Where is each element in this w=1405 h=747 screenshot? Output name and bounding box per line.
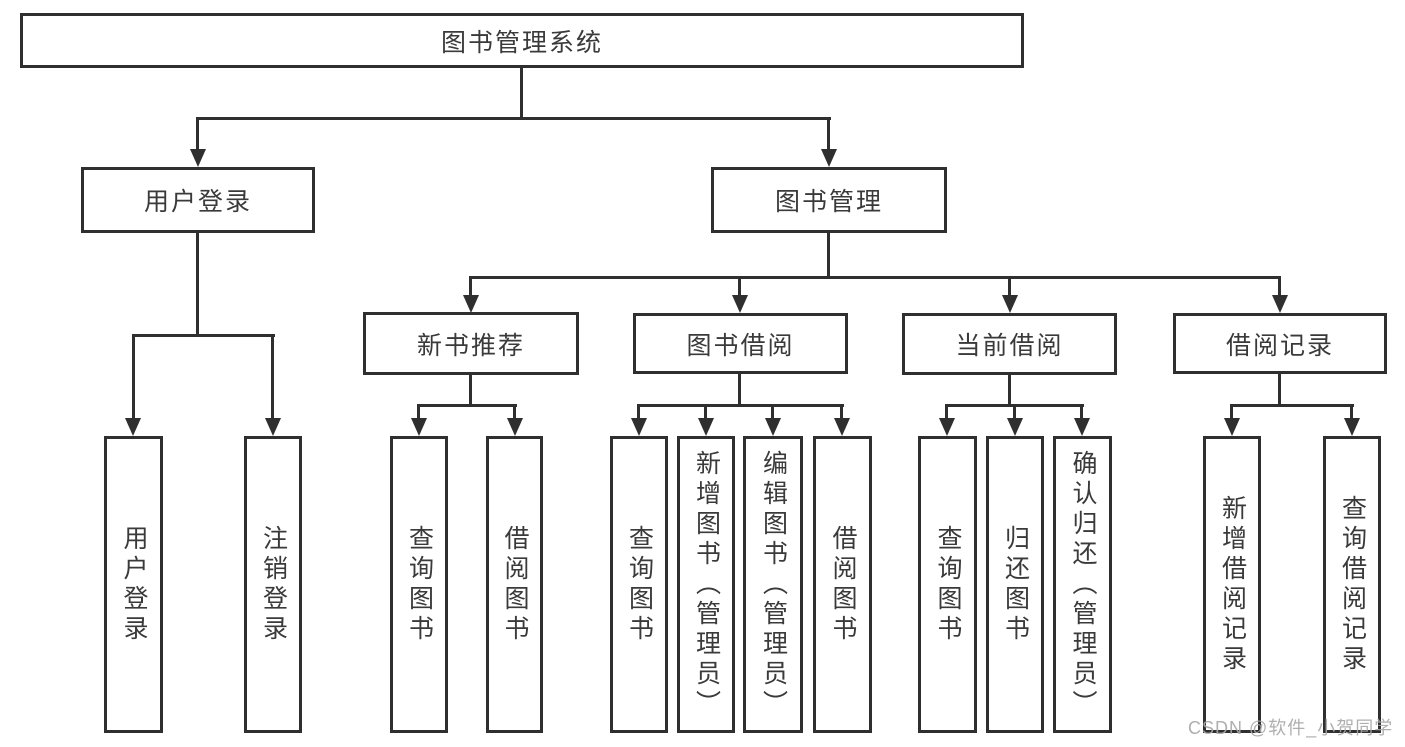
connector-line <box>1350 404 1353 421</box>
connector-line <box>1278 372 1281 407</box>
node-current-borrow-label: 当前借阅 <box>955 332 1064 360</box>
arrow-down-icon <box>1007 418 1023 436</box>
leaf-records-add-record: 新增借阅记录 <box>1203 436 1261 733</box>
arrow-down-icon <box>463 295 479 313</box>
node-book-management-label: 图书管理 <box>774 188 883 216</box>
arrow-down-icon <box>1344 418 1360 436</box>
connector-line <box>945 404 948 421</box>
node-book-borrow-label: 图书借阅 <box>686 331 795 360</box>
arrow-down-icon <box>125 418 141 436</box>
leaf-current-return-books: 归还图书 <box>986 436 1044 733</box>
connector-line <box>827 117 830 152</box>
leaf-current-return-books-label: 归还图书 <box>1001 524 1030 645</box>
connector-line <box>771 404 774 421</box>
connector-line <box>1013 404 1016 421</box>
connector-line <box>827 231 830 279</box>
node-root-label: 图书管理系统 <box>440 28 603 57</box>
connector-line <box>1230 404 1233 421</box>
connector-line <box>196 117 831 120</box>
connector-line <box>469 276 472 298</box>
leaf-borrow-add-books-admin: 新增图书（管理员） <box>677 436 735 733</box>
arrow-down-icon <box>1074 418 1090 436</box>
connector-line <box>704 404 707 421</box>
connector-line <box>271 334 274 420</box>
leaf-logout: 注销登录 <box>244 436 302 733</box>
arrow-down-icon <box>1272 295 1288 313</box>
connector-line <box>196 231 199 336</box>
arrow-down-icon <box>821 149 837 167</box>
node-book-management: 图书管理 <box>711 167 947 233</box>
connector-line <box>417 404 517 407</box>
node-new-book-recommend: 新书推荐 <box>363 312 579 375</box>
csdn-watermark: CSDN @软件_小贺同学 <box>1188 718 1394 738</box>
leaf-newrec-query-books-label: 查询图书 <box>405 524 434 645</box>
leaf-borrow-edit-books-admin-label: 编辑图书（管理员） <box>759 449 788 720</box>
connector-line <box>1278 276 1281 298</box>
arrow-down-icon <box>265 418 281 436</box>
node-user-login: 用户登录 <box>81 167 315 233</box>
node-borrow-records-label: 借阅记录 <box>1225 331 1334 360</box>
arrow-down-icon <box>939 418 955 436</box>
connector-line <box>738 276 741 298</box>
node-user-login-label: 用户登录 <box>143 188 252 216</box>
arrow-down-icon <box>1224 418 1240 436</box>
leaf-borrow-borrow-books: 借阅图书 <box>813 436 872 733</box>
arrow-down-icon <box>631 418 647 436</box>
connector-line <box>469 373 472 407</box>
connector-line <box>1008 373 1011 407</box>
leaf-current-query-books: 查询图书 <box>918 436 977 733</box>
leaf-borrow-add-books-admin-label: 新增图书（管理员） <box>692 449 721 720</box>
connector-line <box>1230 404 1354 407</box>
leaf-newrec-borrow-books: 借阅图书 <box>486 436 543 733</box>
node-current-borrow: 当前借阅 <box>902 313 1117 375</box>
leaf-records-query-record-label: 查询借阅记录 <box>1338 494 1367 675</box>
node-root: 图书管理系统 <box>20 13 1024 68</box>
arrow-down-icon <box>1002 295 1018 313</box>
connector-line <box>520 66 523 120</box>
connector-line <box>637 404 844 407</box>
leaf-borrow-query-books-label: 查询图书 <box>625 524 654 645</box>
leaf-records-add-record-label: 新增借阅记录 <box>1218 494 1247 675</box>
connector-line <box>513 404 516 421</box>
node-new-book-recommend-label: 新书推荐 <box>416 331 525 360</box>
leaf-user-login: 用户登录 <box>104 436 163 733</box>
connector-line <box>637 404 640 421</box>
connector-line <box>469 276 1281 279</box>
arrow-down-icon <box>834 418 850 436</box>
leaf-borrow-borrow-books-label: 借阅图书 <box>829 524 857 645</box>
arrow-down-icon <box>732 295 748 313</box>
leaf-borrow-query-books: 查询图书 <box>610 436 668 733</box>
leaf-newrec-query-books: 查询图书 <box>390 436 448 733</box>
connector-line <box>1080 404 1083 421</box>
node-borrow-records: 借阅记录 <box>1173 313 1387 374</box>
connector-line <box>196 117 199 152</box>
connector-line <box>840 404 843 421</box>
leaf-user-login-label: 用户登录 <box>120 524 148 645</box>
arrow-down-icon <box>698 418 714 436</box>
connector-line <box>1008 276 1011 298</box>
leaf-current-confirm-return-admin-label: 确认归还（管理员） <box>1069 449 1097 720</box>
connector-line <box>738 372 741 407</box>
connector-line <box>417 404 420 421</box>
leaf-logout-label: 注销登录 <box>259 524 288 645</box>
arrow-down-icon <box>411 418 427 436</box>
node-book-borrow: 图书借阅 <box>633 313 848 374</box>
connector-line <box>132 334 135 420</box>
leaf-records-query-record: 查询借阅记录 <box>1323 436 1381 733</box>
leaf-borrow-edit-books-admin: 编辑图书（管理员） <box>743 436 803 733</box>
connector-line <box>132 334 275 337</box>
arrow-down-icon <box>190 149 206 167</box>
arrow-down-icon <box>765 418 781 436</box>
leaf-current-confirm-return-admin: 确认归还（管理员） <box>1053 436 1112 733</box>
leaf-newrec-borrow-books-label: 借阅图书 <box>501 524 529 645</box>
arrow-down-icon <box>507 418 523 436</box>
leaf-current-query-books-label: 查询图书 <box>934 524 962 645</box>
